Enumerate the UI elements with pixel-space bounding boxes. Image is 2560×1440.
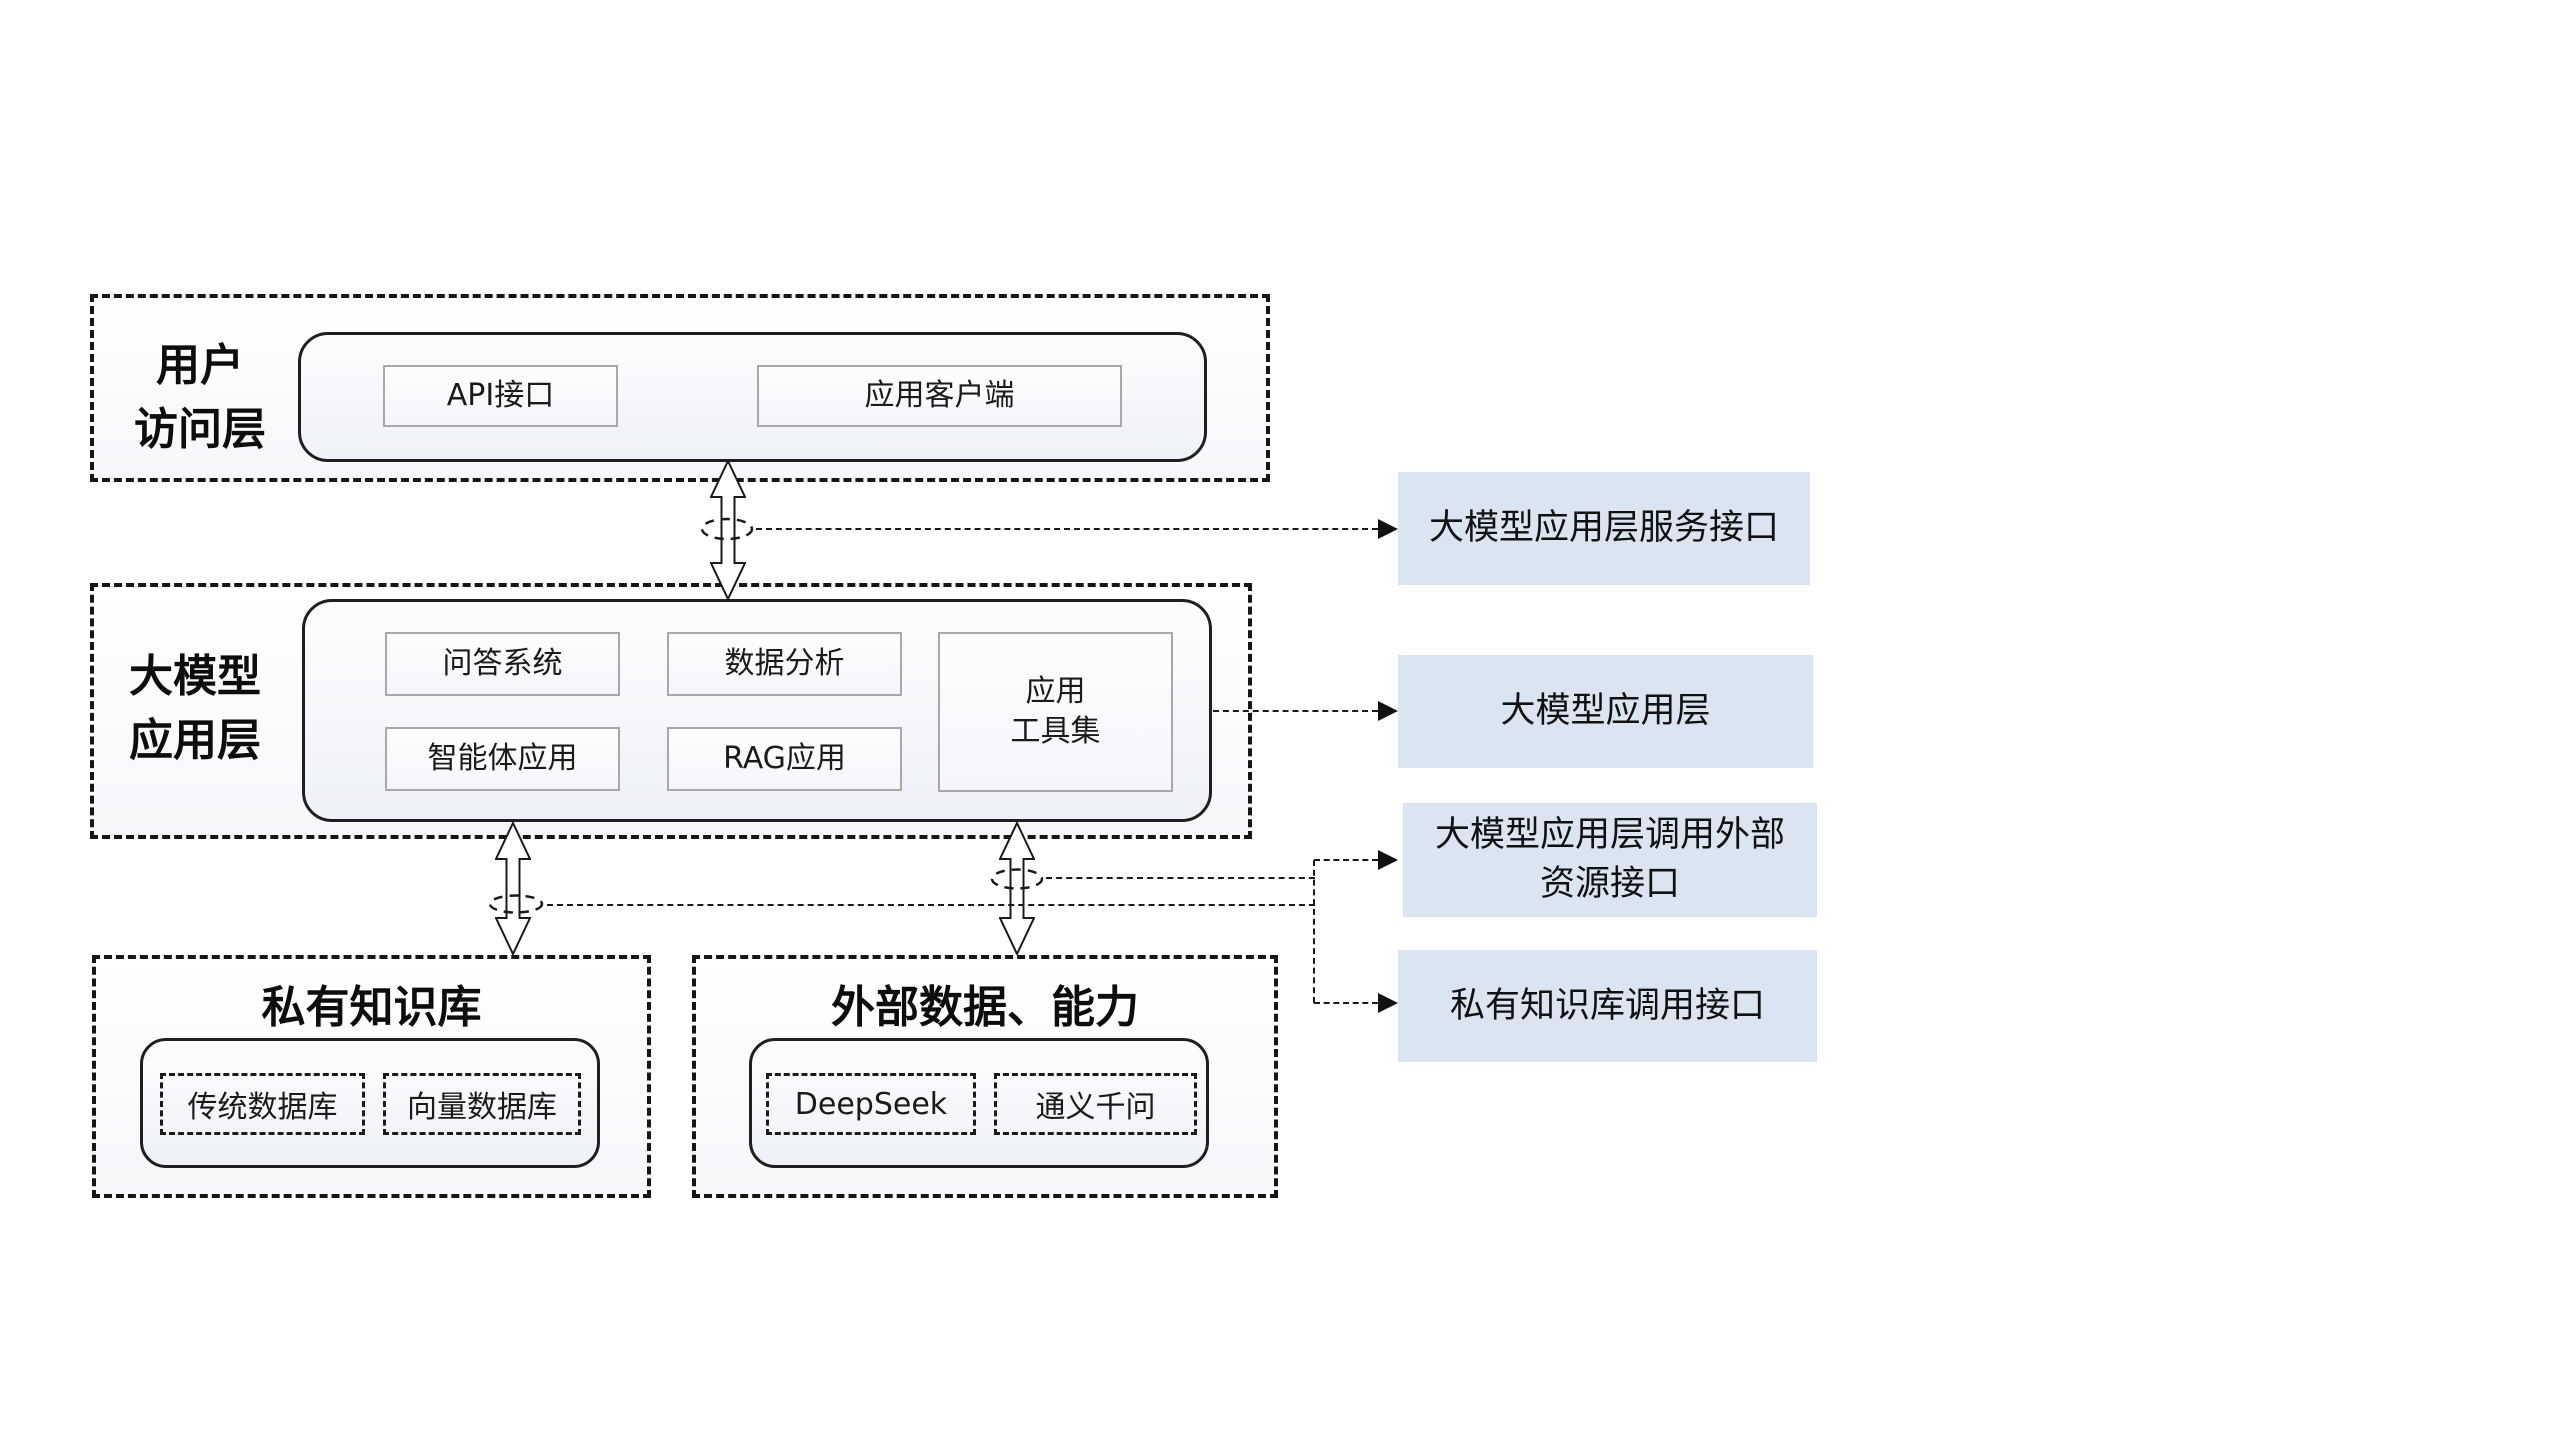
crossing-ellipse-right-icon xyxy=(990,868,1044,890)
connector-private-kb-feed xyxy=(547,904,1315,906)
callout-label: 大模型应用层 xyxy=(1500,691,1711,731)
callout-app-layer: 大模型应用层 xyxy=(1398,655,1813,768)
layer-title-line: 外部数据、能力 xyxy=(831,982,1139,1033)
callout-external-resource-interface: 大模型应用层调用外部 资源接口 xyxy=(1403,803,1817,917)
node-data-analysis: 数据分析 xyxy=(667,632,902,696)
layer-title-user-access: 用户 访问层 xyxy=(110,334,290,462)
connector-external-resource-feed xyxy=(1046,877,1315,879)
node-label: 传统数据库 xyxy=(187,1090,338,1125)
double-arrow-user-to-llm-icon xyxy=(710,460,746,600)
node-label: 问答系统 xyxy=(442,645,563,681)
node-app-client: 应用客户端 xyxy=(757,365,1122,427)
double-arrow-llm-to-private-kb-icon xyxy=(495,822,531,955)
node-label: RAG应用 xyxy=(723,740,846,776)
layer-title-line: 私有知识库 xyxy=(261,982,482,1033)
node-label-line: 工具集 xyxy=(1010,714,1101,749)
callout-service-interface: 大模型应用层服务接口 xyxy=(1398,472,1810,585)
node-qa-system: 问答系统 xyxy=(385,632,620,696)
node-label: 向量数据库 xyxy=(407,1090,557,1125)
layer-title-line: 应用层 xyxy=(129,714,261,766)
node-label: DeepSeek xyxy=(794,1086,948,1122)
connector-service-interface xyxy=(756,528,1378,530)
callout-private-kb-interface: 私有知识库调用接口 xyxy=(1398,950,1817,1062)
layer-title-line: 访问层 xyxy=(134,403,266,455)
connector-app-layer xyxy=(1213,710,1378,712)
external-data-group-box xyxy=(749,1038,1209,1168)
arrowhead-app-layer-icon xyxy=(1378,701,1398,721)
callout-label: 私有知识库调用接口 xyxy=(1449,985,1765,1026)
layer-title-line: 用户 xyxy=(156,340,244,391)
node-label: 通义千问 xyxy=(1035,1090,1156,1125)
double-arrow-llm-to-external-icon xyxy=(999,822,1035,955)
layer-title-line: 大模型 xyxy=(129,651,261,702)
crossing-ellipse-top-icon xyxy=(700,517,754,541)
arrowhead-service-interface-icon xyxy=(1378,519,1398,539)
callout-label-line: 资源接口 xyxy=(1539,864,1680,904)
layer-title-external-data: 外部数据、能力 xyxy=(692,976,1278,1040)
node-label: 应用客户端 xyxy=(864,377,1015,413)
node-app-toolset: 应用 工具集 xyxy=(938,632,1173,792)
connector-bus-vertical xyxy=(1313,860,1315,1003)
node-label-line: 应用 xyxy=(1025,673,1086,709)
arrowhead-private-kb-icon xyxy=(1378,993,1398,1013)
callout-label: 大模型应用层服务接口 xyxy=(1428,508,1779,548)
arrowhead-external-resource-icon xyxy=(1378,850,1398,870)
connector-private-kb-stub xyxy=(1314,1002,1378,1004)
connector-external-resource-stub xyxy=(1314,859,1378,861)
node-label: 数据分析 xyxy=(724,645,845,681)
node-rag-app: RAG应用 xyxy=(667,727,902,791)
layer-title-private-kb: 私有知识库 xyxy=(92,976,651,1040)
node-label: API接口 xyxy=(446,377,555,413)
node-deepseek: DeepSeek xyxy=(766,1073,976,1135)
node-label: 智能体应用 xyxy=(427,740,578,776)
node-qwen: 通义千问 xyxy=(994,1073,1197,1135)
node-traditional-db: 传统数据库 xyxy=(160,1073,365,1135)
crossing-ellipse-left-icon xyxy=(488,894,544,914)
node-api-interface: API接口 xyxy=(383,365,618,427)
node-agent-app: 智能体应用 xyxy=(385,727,620,791)
callout-label-line: 大模型应用层调用外部 xyxy=(1434,815,1785,855)
layer-title-llm-app: 大模型 应用层 xyxy=(100,645,290,773)
private-kb-group-box xyxy=(140,1038,600,1168)
node-vector-db: 向量数据库 xyxy=(383,1073,581,1135)
